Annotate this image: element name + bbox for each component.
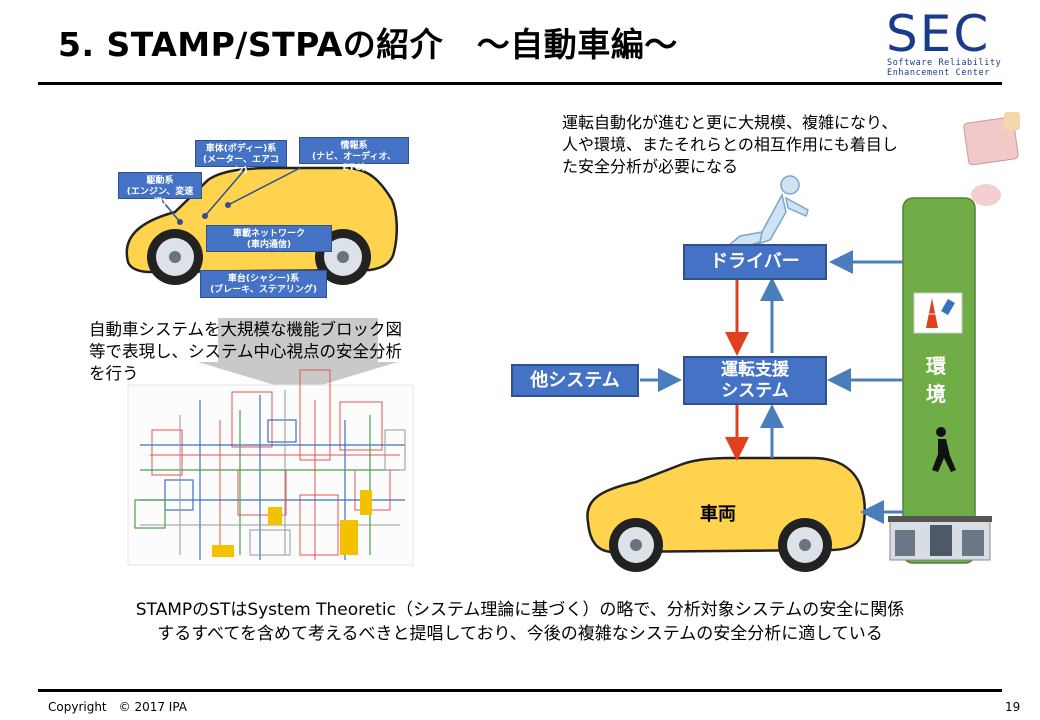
footer-divider <box>38 689 1002 692</box>
stamp-explanation: STAMPのSTはSystem Theoretic（システム理論に基づく）の略で… <box>135 600 905 644</box>
sign-illustration <box>963 112 1020 206</box>
functional-block-diagram <box>127 369 414 566</box>
vehicle-car-illustration <box>586 456 866 572</box>
label-info-system: 情報系 (ナビ、オーディオ、ETC) <box>299 137 409 173</box>
flow-arrows <box>640 250 903 524</box>
environment-label: 環 境 <box>926 354 946 406</box>
station-gate-illustration <box>888 516 992 561</box>
automation-note: 運転自動化が進むと更に大規模、複雑になり、 人や環境、またそれらとの相互作用にも… <box>562 113 898 176</box>
other-system-box: 他システム <box>511 364 639 397</box>
driving-assist-box: 運転支援 システム <box>683 356 827 405</box>
page-number: 19 <box>1005 700 1021 714</box>
sec-logo-subtitle: Software Reliability Enhancement Center <box>887 58 1002 78</box>
left-description: 自動車システムを大規模な機能ブロック図 等で表現し、システム中心視点の安全分析 … <box>89 320 403 383</box>
copyright: Copyright © 2017 IPA <box>48 700 188 714</box>
pedestrian-icon <box>932 427 956 472</box>
label-drive-system: 駆動系 (エンジン、変速機) <box>118 172 202 208</box>
driver-box: ドライバー <box>683 244 827 280</box>
down-arrow <box>198 318 398 392</box>
driver-figure <box>726 175 809 251</box>
label-chassis-system: 車台(シャシー)系 (ブレーキ、ステアリング) <box>200 270 327 298</box>
tower-satellite-icon <box>913 292 963 334</box>
label-network: 車載ネットワーク (車内通信) <box>206 225 332 252</box>
sec-logo: SEC <box>886 5 991 63</box>
page-title: 5. STAMP/STPAの紹介 ～自動車編～ <box>58 25 678 64</box>
label-body-system: 車体(ボディー)系 (メーター、エアコン) <box>195 140 287 176</box>
header-divider <box>38 82 1002 85</box>
vehicle-label: 車両 <box>700 504 736 525</box>
